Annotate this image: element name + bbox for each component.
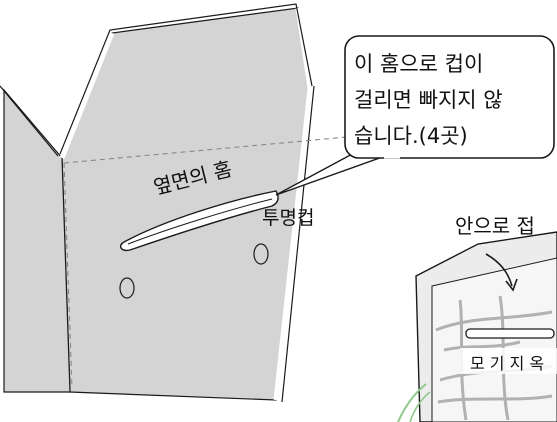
side-groove-slot [119, 190, 279, 252]
curved-arrow-icon [485, 253, 518, 292]
box-left-edge [0, 85, 59, 157]
callout [275, 35, 555, 196]
side-groove-inner [127, 198, 273, 245]
box-hole-right [253, 243, 269, 265]
grass-strand-2 [409, 391, 431, 422]
box-fold-edge [59, 32, 115, 159]
box-outer-top-line [59, 3, 313, 155]
fold-inside-label: 안으로 접 [455, 214, 535, 238]
grass-strand [397, 383, 427, 422]
box-crease-horizontal [63, 135, 359, 164]
clear-cup-label: 투명컵 [262, 207, 315, 229]
box-outer-right-line [281, 85, 315, 403]
box-hole-left [119, 277, 135, 299]
callout-line-2: 걸리면 빠지지 않 [354, 88, 503, 112]
callout-text: 이 홈으로 컵이 걸리면 빠지지 않 습니다.(4곳) [354, 46, 552, 154]
callout-line-3: 습니다.(4곳) [354, 124, 468, 148]
callout-box [344, 35, 555, 159]
trap-label-bg [460, 348, 557, 374]
box-left-flap [3, 88, 71, 393]
trap-slot [465, 328, 555, 339]
mosquito-trap-illustration [397, 231, 557, 422]
box-crease-vertical [63, 162, 73, 389]
mosquito-trap-label: 모 기 지 옥 [470, 354, 545, 373]
callout-line-1: 이 홈으로 컵이 [354, 52, 484, 76]
cardboard-box [0, 3, 359, 403]
